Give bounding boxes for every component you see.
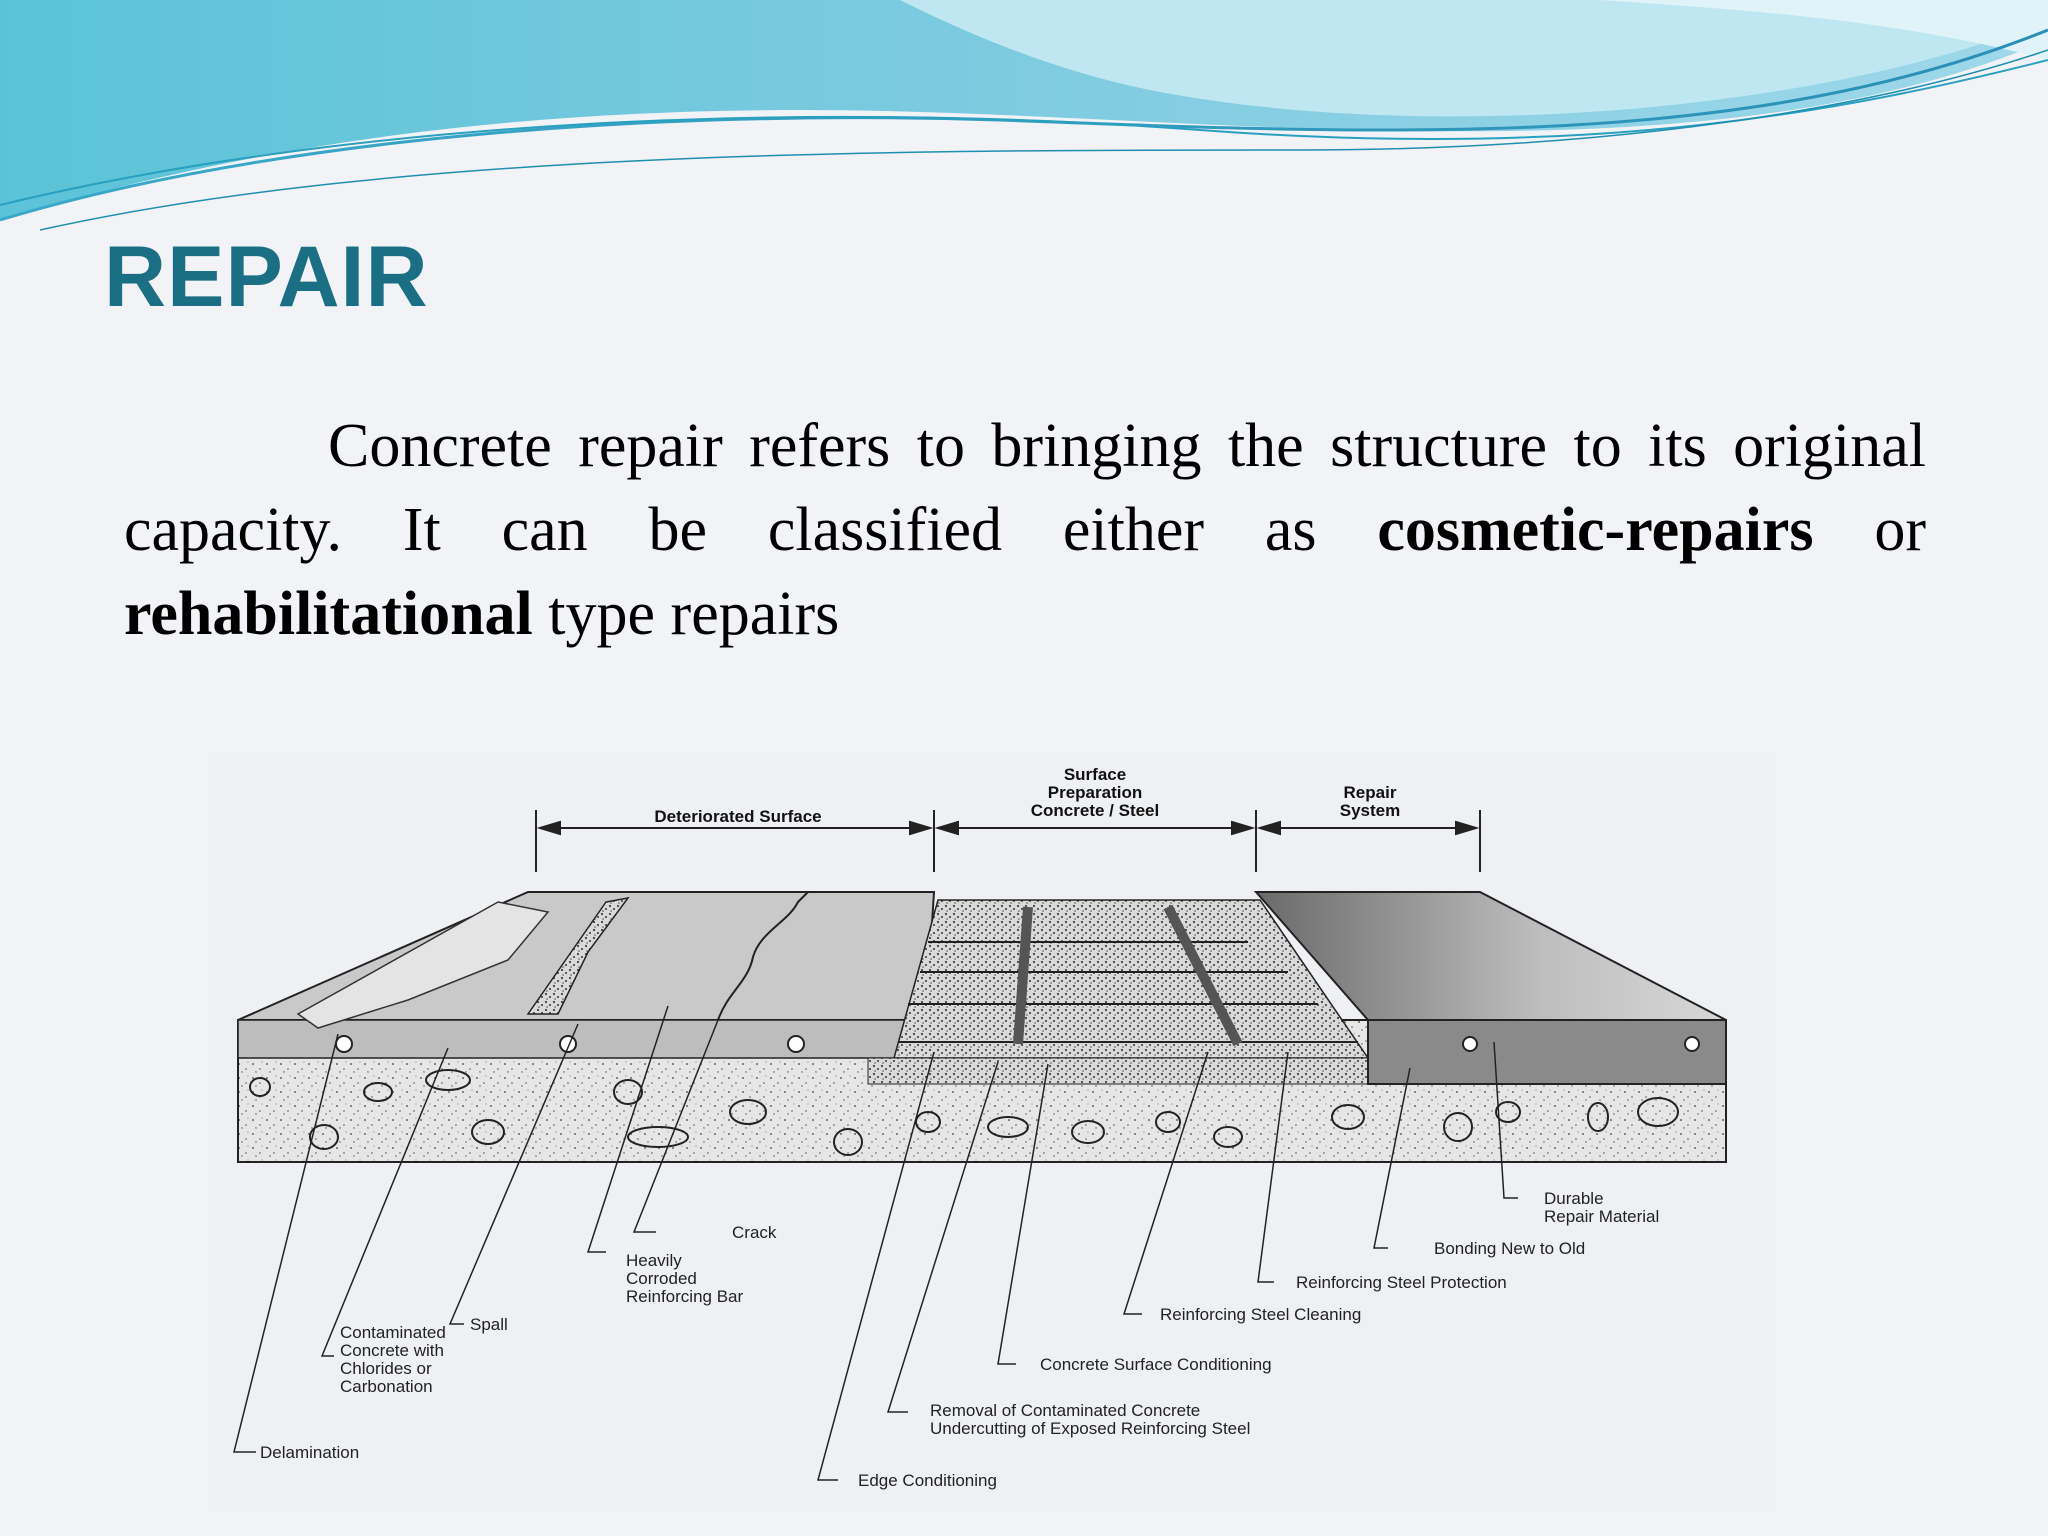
header-deteriorated-surface: Deteriorated Surface [654, 807, 821, 826]
label-steel-protection: Reinforcing Steel Protection [1296, 1273, 1507, 1292]
label-edge-conditioning: Edge Conditioning [858, 1471, 997, 1490]
aggregate-stones [249, 1069, 1679, 1156]
reinforcing-bars [898, 904, 1358, 1047]
label-removal-line1: Removal of Contaminated Concrete [930, 1401, 1200, 1420]
label-contaminated-line4: Carbonation [340, 1377, 433, 1396]
label-corroded-bar-line1: Heavily [626, 1251, 682, 1270]
header-wave-decoration [0, 0, 2048, 231]
label-durable-line1: Durable [1544, 1189, 1604, 1208]
paragraph-text-3: type repairs [532, 580, 840, 648]
label-removal-line2: Undercutting of Exposed Reinforcing Stee… [930, 1419, 1250, 1438]
header-dimension-lines [535, 810, 1481, 872]
label-surface-conditioning: Concrete Surface Conditioning [1040, 1355, 1272, 1374]
label-steel-cleaning: Reinforcing Steel Cleaning [1160, 1305, 1361, 1324]
header-surface-prep-line2: Preparation [1048, 783, 1142, 802]
label-bonding: Bonding New to Old [1434, 1239, 1585, 1258]
paragraph-text-2: or [1813, 496, 1926, 564]
concrete-slab [237, 891, 1727, 1163]
paragraph-text-1: Concrete repair refers to bringing the s… [124, 412, 1926, 564]
label-contaminated-line2: Concrete with [340, 1341, 444, 1360]
slide-paragraph: Concrete repair refers to bringing the s… [124, 404, 1926, 656]
concrete-repair-diagram: Deteriorated Surface Surface Preparation… [208, 752, 1776, 1512]
header-repair-system-line1: Repair [1344, 783, 1397, 802]
label-corroded-bar-line3: Reinforcing Bar [626, 1287, 744, 1306]
repair-diagram-svg: Deteriorated Surface Surface Preparation… [233, 765, 1727, 1490]
paragraph-bold-rehabilitational: rehabilitational [124, 580, 533, 648]
header-repair-system-line2: System [1340, 801, 1400, 820]
label-contaminated-line3: Chlorides or [340, 1359, 432, 1378]
label-corroded-bar-line2: Corroded [626, 1269, 697, 1288]
paragraph-bold-cosmetic: cosmetic-repairs [1377, 496, 1814, 564]
label-delamination: Delamination [260, 1443, 359, 1462]
header-surface-prep-line1: Surface [1064, 765, 1126, 784]
rebar-sections [335, 1035, 1700, 1053]
label-durable-line2: Repair Material [1544, 1207, 1659, 1226]
label-leader-lines [233, 1005, 1518, 1481]
label-spall: Spall [470, 1315, 508, 1334]
label-contaminated-line1: Contaminated [340, 1323, 446, 1342]
slide-title: REPAIR [104, 229, 429, 325]
header-surface-prep-line3: Concrete / Steel [1031, 801, 1160, 820]
label-crack: Crack [732, 1223, 777, 1242]
